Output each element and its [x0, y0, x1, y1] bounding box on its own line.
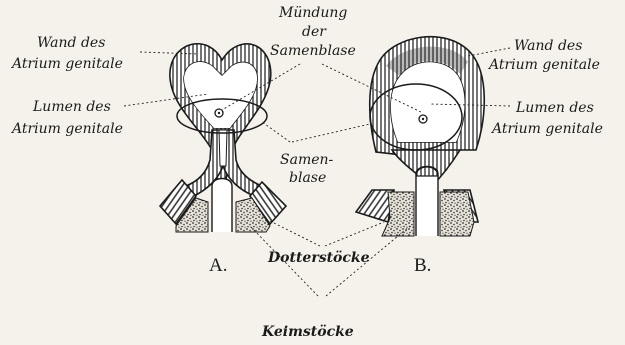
label-dotterstoecke: Dotterstöcke	[267, 250, 370, 266]
figure-a	[160, 44, 286, 232]
label-samenblase-1: Samen-	[280, 152, 334, 168]
figure-b	[356, 37, 484, 236]
label-lumen-left-1: Lumen des	[32, 99, 111, 115]
label-lumen-right-1: Lumen des	[515, 100, 594, 116]
figure-b-lumen	[391, 62, 465, 142]
labels: Mündung der Samenblase Wand des Atrium g…	[10, 5, 603, 340]
label-samenblase-2: blase	[289, 170, 326, 186]
figure-b-right-gland	[440, 192, 474, 236]
label-muendung-2: der	[302, 24, 327, 40]
label-lumen-right-2: Atrium genitale	[490, 121, 603, 137]
label-wand-right-2: Atrium genitale	[487, 57, 600, 73]
label-muendung-3: Samenblase	[270, 43, 356, 59]
figure-a-central-rod	[212, 179, 232, 233]
label-figure-b: B.	[414, 255, 431, 276]
label-wand-left-2: Atrium genitale	[10, 56, 123, 72]
figure-a-duct-lumen	[219, 130, 227, 166]
label-keimstoecke: Keimstöcke	[261, 324, 354, 340]
label-muendung-1: Mündung	[278, 5, 347, 21]
figure-b-central-rod	[416, 167, 438, 237]
label-lumen-left-2: Atrium genitale	[10, 121, 123, 137]
label-wand-left-1: Wand des	[37, 35, 105, 51]
label-wand-right-1: Wand des	[514, 38, 582, 54]
label-figure-a: A.	[209, 255, 227, 276]
